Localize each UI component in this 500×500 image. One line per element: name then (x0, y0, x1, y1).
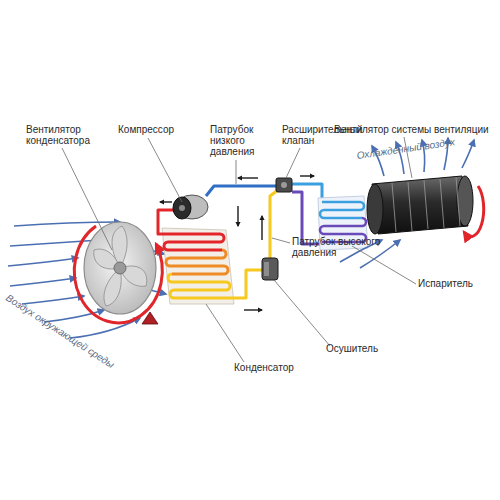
leader-line (286, 148, 300, 178)
rotation-arrow (74, 226, 162, 323)
flow-arrow (238, 177, 258, 178)
blower-end (457, 176, 473, 226)
air-arrow (10, 240, 100, 246)
warm-coil (166, 250, 228, 274)
air-arrow (10, 278, 76, 286)
part-label: Патрубок низкого давления (210, 124, 266, 157)
cool-coil (168, 274, 230, 298)
leader-line (148, 138, 182, 202)
blade-line (456, 177, 460, 226)
leader-line (274, 280, 330, 346)
blower-blades (392, 177, 460, 232)
part-label: Осушитель (326, 343, 398, 354)
part-label: Компрессор (118, 124, 188, 135)
compressor-pulley (173, 197, 191, 219)
part-label: Вентилятор конденсатора (26, 124, 106, 146)
drier-body (262, 258, 278, 280)
expansion-valve (276, 178, 292, 192)
fan-hub (114, 262, 126, 274)
leader-line (62, 148, 112, 250)
part-label: Конденсатор (234, 362, 316, 373)
flow-arrows (160, 176, 314, 310)
air-arrow (14, 222, 120, 226)
liquid-pipe (228, 270, 262, 298)
part-label: Испаритель (418, 278, 496, 289)
blower-end (367, 184, 383, 234)
fan-shroud (84, 222, 156, 314)
rotation-arrow (464, 186, 484, 237)
blower-drum (372, 176, 468, 234)
flow-arrow (261, 216, 262, 240)
blower-fan (367, 176, 484, 237)
valve-port (281, 182, 287, 188)
leader-line (206, 304, 244, 362)
condenser-fins (162, 228, 234, 304)
air-arrow (22, 296, 84, 304)
air-arrow (8, 258, 78, 266)
condenser-fan (74, 222, 162, 324)
compressor (173, 195, 208, 219)
air-label: Охлажденный воздух (356, 135, 466, 161)
blade-line (424, 180, 428, 229)
air-arrow (462, 140, 474, 168)
discharge-pipe (158, 210, 176, 234)
suction-pipe (206, 186, 278, 196)
blade-line (440, 179, 444, 228)
condenser-coil (162, 228, 234, 304)
warning-emblem (142, 312, 158, 324)
valve-body (276, 178, 292, 192)
ambient-air-arrows (8, 222, 166, 338)
drier-highlight (264, 262, 269, 276)
flow-arrow (160, 201, 172, 202)
flow-arrow (300, 175, 314, 176)
air-label: Воздух окружающей среды (4, 292, 127, 377)
part-label: Вентилятор системы вентиляции (334, 124, 496, 135)
blade-line (392, 183, 396, 232)
liquid-pipe (270, 190, 278, 258)
flow-arrow (244, 309, 262, 310)
compressor-hub (179, 205, 185, 211)
hot-coil (164, 234, 224, 250)
receiver-drier (262, 258, 278, 280)
blade-line (408, 182, 412, 231)
leader-lines (62, 137, 416, 362)
evaporator-coil (320, 202, 364, 218)
leader-line (352, 246, 416, 284)
leader-line (272, 238, 290, 243)
flow-arrow (237, 206, 238, 226)
part-label: Патрубок высокого давления (292, 236, 388, 258)
leader-line (236, 160, 237, 184)
